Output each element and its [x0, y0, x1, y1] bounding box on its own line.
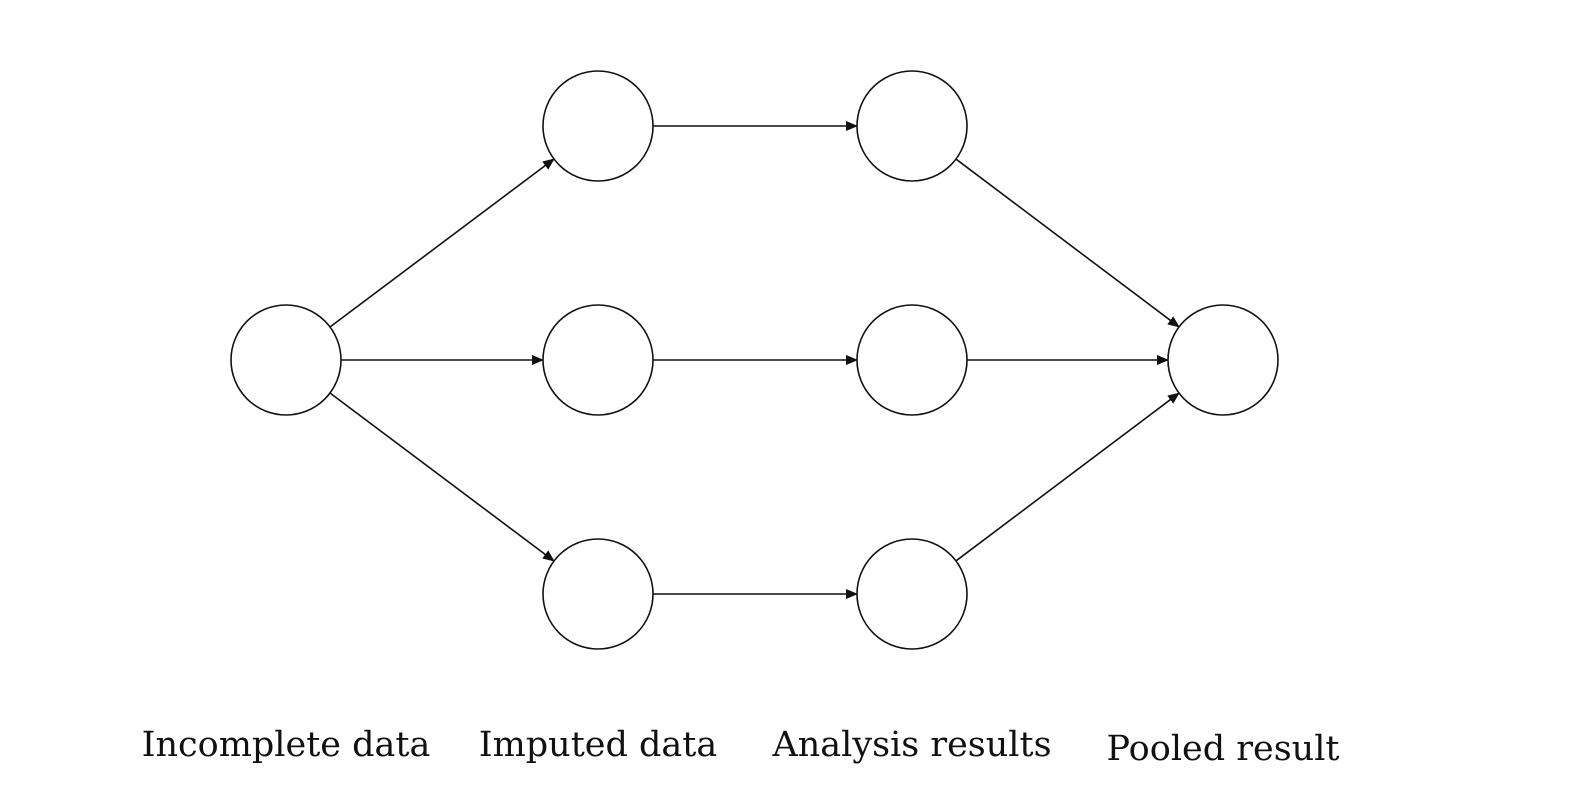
node-imputed-3 — [542, 538, 654, 650]
stage-label-pooled-result: Pooled result — [1106, 729, 1340, 769]
edge-analysis-3-to-pooled-1 — [955, 392, 1180, 562]
stage-label-incomplete-data: Incomplete data — [141, 725, 431, 765]
node-analysis-2 — [856, 304, 968, 416]
nodes-layer — [230, 70, 1279, 650]
node-analysis-1 — [856, 70, 968, 182]
edge-analysis-1-to-pooled-1 — [955, 158, 1180, 328]
stage-label-imputed-data: Imputed data — [478, 725, 718, 765]
edges-layer — [329, 121, 1180, 599]
edge-incomplete-1-to-imputed-1 — [329, 158, 555, 328]
node-analysis-3 — [856, 538, 968, 650]
node-imputed-1 — [542, 70, 654, 182]
node-incomplete-1 — [230, 304, 342, 416]
stage-label-analysis-results: Analysis results — [772, 725, 1052, 765]
node-imputed-2 — [542, 304, 654, 416]
node-pooled-1 — [1167, 304, 1279, 416]
edge-incomplete-1-to-imputed-3 — [329, 392, 555, 562]
